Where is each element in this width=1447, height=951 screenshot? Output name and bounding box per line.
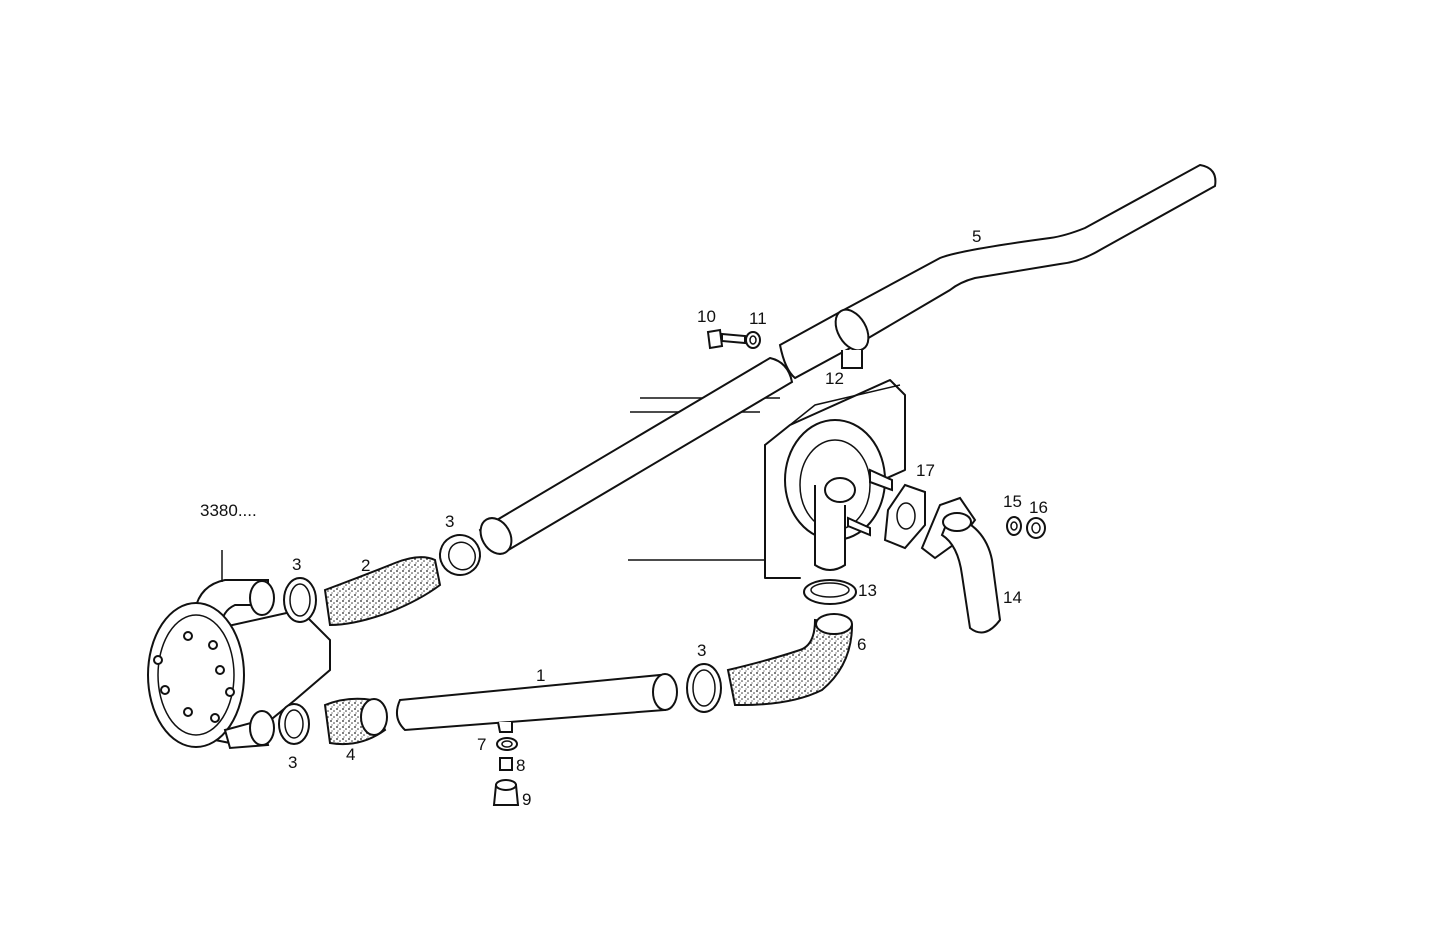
pipe-1 xyxy=(395,673,678,733)
ring-13 xyxy=(803,579,857,605)
hose-6 xyxy=(726,613,854,707)
gasket-17 xyxy=(883,483,926,550)
callout-1: 1 xyxy=(536,666,545,685)
exchanger-housing xyxy=(628,379,906,579)
elbow-14 xyxy=(920,496,1002,634)
callout-3-lower-middle: 3 xyxy=(697,641,706,660)
callout-7: 7 xyxy=(477,735,486,754)
washer-7 xyxy=(496,737,518,751)
plug-8 xyxy=(499,757,513,771)
callout-9: 9 xyxy=(522,790,531,809)
callout-4: 4 xyxy=(346,745,355,764)
clamp-3-lower-middle xyxy=(686,663,722,713)
hose-2 xyxy=(323,556,442,627)
pump-body xyxy=(147,550,331,750)
clamp-3-upper-left xyxy=(283,577,317,623)
clamp-3-upper-middle xyxy=(439,534,481,576)
callout-10: 10 xyxy=(697,307,716,326)
callout-3-lower-left: 3 xyxy=(288,753,297,772)
callout-3-upper-middle: 3 xyxy=(445,512,454,531)
callout-16: 16 xyxy=(1029,498,1048,517)
nut-16 xyxy=(1026,517,1046,539)
callout-13: 13 xyxy=(858,581,877,600)
callout-6: 6 xyxy=(857,635,866,654)
callout-8: 8 xyxy=(516,756,525,775)
callout-3-upper-left: 3 xyxy=(292,555,301,574)
hose-4 xyxy=(323,697,388,746)
label-assembly-ref: 3380.... xyxy=(200,501,257,520)
plug-9 xyxy=(492,779,520,806)
pipe-upper-left xyxy=(478,356,794,555)
callout-17: 17 xyxy=(916,461,935,480)
callout-2: 2 xyxy=(361,556,370,575)
callout-11: 11 xyxy=(749,309,767,328)
callout-12: 12 xyxy=(825,369,844,388)
callout-5: 5 xyxy=(972,227,981,246)
washer-11 xyxy=(745,331,761,349)
washer-15 xyxy=(1006,516,1022,536)
callout-14: 14 xyxy=(1003,588,1022,607)
callout-15: 15 xyxy=(1003,492,1022,511)
bolt-10 xyxy=(706,328,746,350)
clamp-3-lower-left xyxy=(278,703,310,745)
pipe-5 xyxy=(778,163,1217,380)
